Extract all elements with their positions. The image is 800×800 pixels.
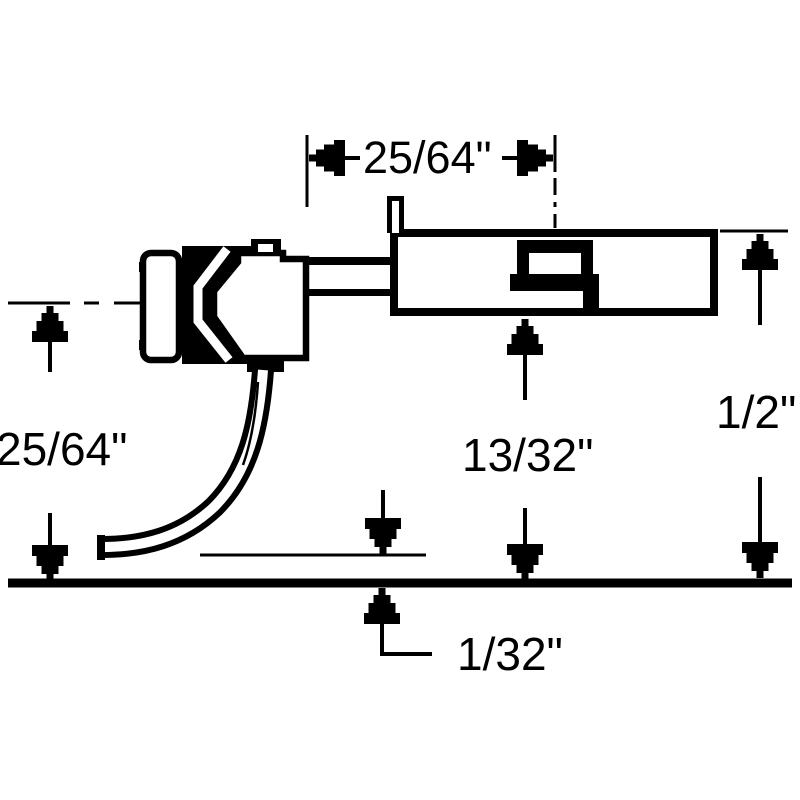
- arrow-up-icon: [364, 588, 400, 624]
- arrow-left-icon: [309, 140, 345, 176]
- knuckle-gap: [193, 246, 233, 363]
- draft-gear-box: [387, 196, 718, 316]
- leader-line: [380, 624, 432, 656]
- dimension-label-middle: 13/32": [462, 429, 593, 481]
- arrow-up-icon: [742, 234, 778, 270]
- dimension-label-right: 1/2": [716, 386, 796, 438]
- dimension-label-bottom: 1/32": [457, 628, 563, 680]
- gear-box-top-tab: [387, 196, 404, 233]
- trip-pin: [97, 369, 274, 560]
- dimension-label-top: 25/64": [363, 132, 492, 183]
- arrow-up-icon: [507, 319, 543, 355]
- dimension-bottom: 1/32": [200, 490, 563, 680]
- centering-post: [510, 240, 599, 309]
- dimension-left: 25/64": [0, 306, 127, 581]
- dimension-right: 1/2": [716, 229, 796, 578]
- arrow-up-icon: [32, 306, 68, 342]
- dimension-middle: 13/32": [462, 319, 593, 580]
- dimension-label-left: 25/64": [0, 423, 127, 475]
- dimension-top: 25/64": [305, 132, 557, 228]
- arrow-down-icon: [742, 542, 778, 578]
- arrow-down-icon: [32, 545, 68, 581]
- arrow-down-icon: [365, 518, 401, 554]
- arrow-down-icon: [507, 544, 543, 580]
- arrow-right-icon: [517, 140, 553, 176]
- coupler-shank: [285, 257, 394, 296]
- trip-pin-end-cap: [97, 535, 105, 560]
- coupler-head: [139, 239, 310, 372]
- trip-pin-mount: [247, 358, 284, 372]
- head-top-tab: [251, 239, 281, 252]
- knuckle: [139, 249, 183, 364]
